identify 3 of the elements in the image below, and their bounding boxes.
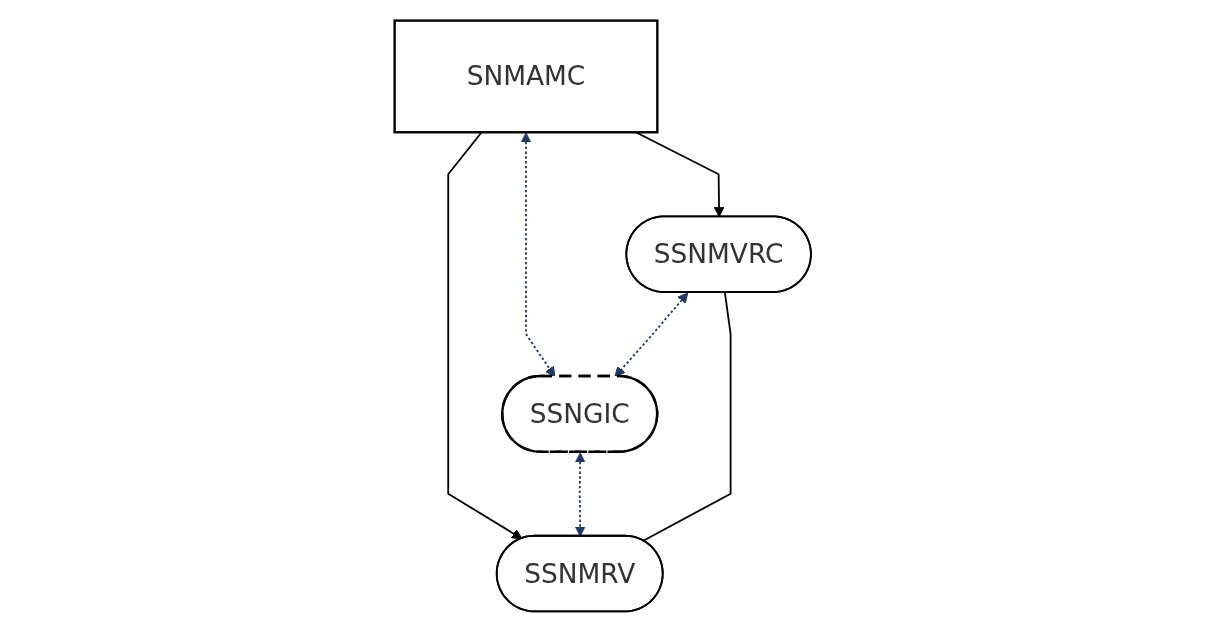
arrow: [575, 452, 586, 537]
node-box: SNMAMC: [393, 19, 659, 134]
connector: [642, 291, 732, 542]
